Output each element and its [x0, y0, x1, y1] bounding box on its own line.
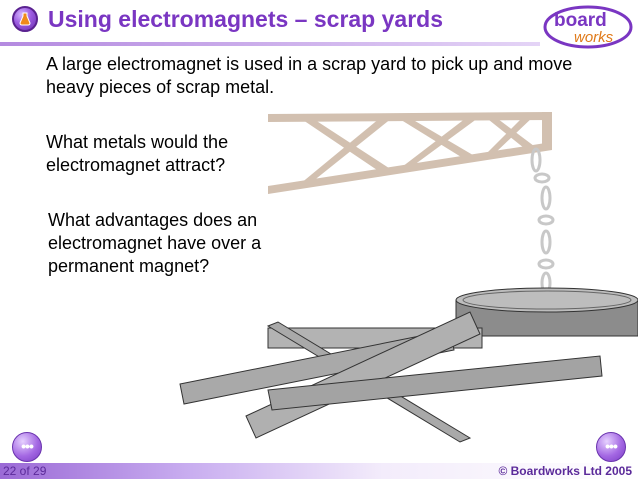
question-advantages: What advantages does an electromagnet ha… [48, 210, 262, 276]
scrap-bar-top [267, 355, 603, 411]
scrap-bar-long [179, 329, 455, 405]
slide-title: Using electromagnets – scrap yards [48, 6, 443, 32]
logo-text-works: works [574, 29, 614, 46]
next-slide-dots: ••• [605, 438, 618, 454]
crane-arm [268, 112, 552, 194]
crane-chain [530, 147, 555, 295]
scrap-metal-pile [179, 311, 603, 443]
copyright-text: © Boardworks Ltd 2005 [498, 464, 632, 478]
footer-bar [0, 463, 638, 479]
question-metals: What metals would the electromagnet attr… [46, 132, 229, 175]
intro-text: A large electromagnet is used in a scrap… [46, 54, 573, 97]
boardworks-logo: board works [543, 5, 633, 49]
header-divider [0, 42, 540, 46]
previous-slide-dots: ••• [21, 438, 34, 454]
next-slide-icon[interactable]: ••• [596, 432, 626, 462]
electromagnet [455, 287, 638, 337]
flask-icon [12, 6, 38, 32]
slide-header: Using electromagnets – scrap yards board… [0, 0, 638, 49]
logo-text-board: board [554, 10, 607, 31]
previous-slide-icon[interactable]: ••• [12, 432, 42, 462]
page-counter: 22 of 29 [3, 464, 47, 478]
